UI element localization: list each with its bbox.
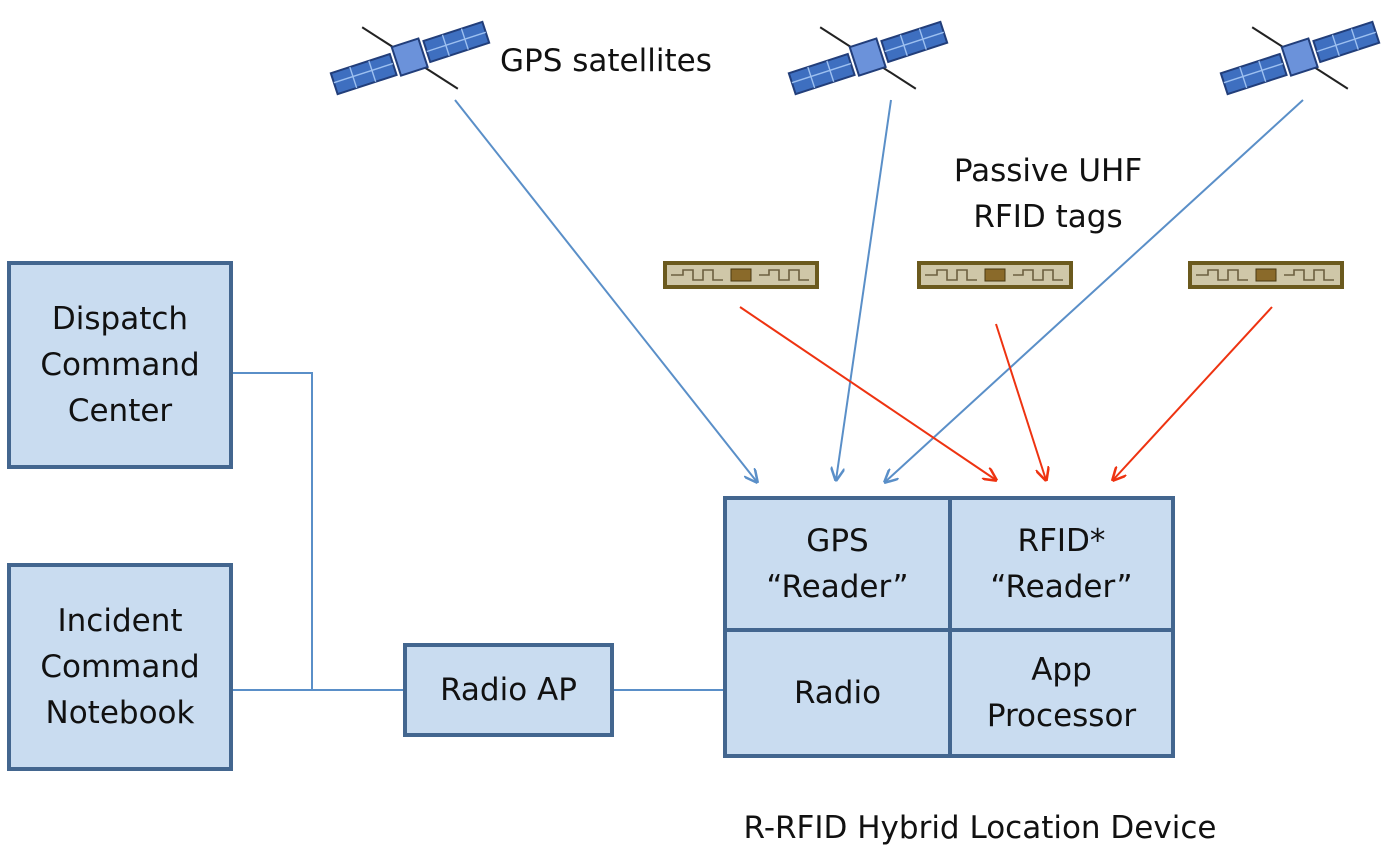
radio-cell: Radio (723, 628, 952, 758)
gps-satellites-label: GPS satellites (500, 43, 712, 79)
gps-arrow-middle (836, 99, 892, 480)
satellite-icon (329, 20, 491, 96)
gps-arrow-right (885, 99, 1304, 482)
rfid-arrow-right (1113, 306, 1273, 480)
gps-reader-cell: GPS “Reader” (723, 496, 952, 632)
rfid-arrow-left (739, 306, 996, 480)
incident-command-notebook-box: Incident Command Notebook (7, 563, 233, 771)
rfid-signal-arrows (739, 306, 1273, 480)
rfid-tag-icon (917, 261, 1073, 289)
dispatch-command-center-box: Dispatch Command Center (7, 261, 233, 469)
rfid-arrow-middle (995, 323, 1046, 480)
satellite-icon (1219, 20, 1381, 96)
rfid-tags-label: Passive UHF RFID tags (953, 153, 1143, 235)
network-lines (233, 372, 725, 691)
rfid-tag-icon (663, 261, 819, 289)
rfid-reader-cell: RFID* “Reader” (948, 496, 1175, 632)
gps-signal-arrows (454, 99, 1304, 482)
satellite-icon (787, 20, 949, 96)
device-caption: R-RFID Hybrid Location Device (743, 810, 1217, 846)
dispatch-connection-line (233, 372, 313, 690)
gps-arrow-left (454, 99, 757, 482)
radio-ap-box: Radio AP (403, 643, 614, 737)
app-processor-cell: App Processor (948, 628, 1175, 758)
rfid-tag-icon (1188, 261, 1344, 289)
